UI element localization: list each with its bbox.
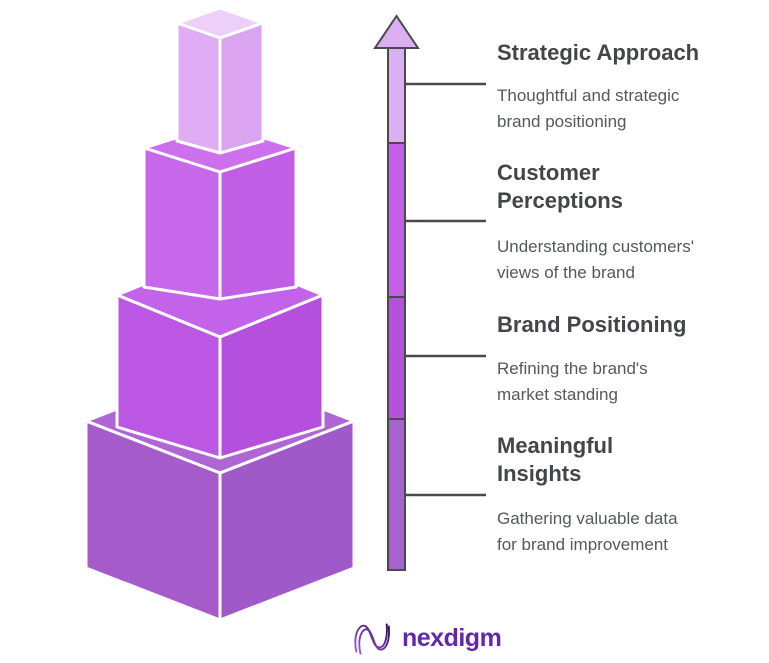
nexdigm-logo-text: nexdigm [402,623,502,652]
level-1-description: Thoughtful and strategic brand positioni… [497,83,747,135]
level-3-title-line: Brand Positioning [497,312,687,337]
level-4-title: Meaningful Insights [497,432,747,488]
nexdigm-logo: nexdigm [351,616,502,660]
upward-arrow [373,14,420,571]
block-3-right-face [218,293,325,460]
level-1-title: Strategic Approach [497,39,747,67]
level-4-description-line: Gathering valuable data [497,509,678,528]
level-3-description-line: Refining the brand's [497,359,648,378]
level-2-description: Understanding customers' views of the br… [497,234,747,286]
level-tick-lines [404,82,486,497]
block-1-left-face [175,21,222,155]
arrow-segment-4 [387,418,406,571]
level-2-title-line: Perceptions [497,188,623,213]
level-2-title: Customer Perceptions [497,159,747,215]
level-3-title: Brand Positioning [497,311,747,339]
level-3-description-line: market standing [497,385,618,404]
level-2-description-line: views of the brand [497,263,635,282]
level-4-title-line: Insights [497,461,582,486]
level-4-description-line: for brand improvement [497,535,669,554]
level-2-title-line: Customer [497,160,600,185]
level-3-description: Refining the brand's market standing [497,356,747,408]
block-level-1 [175,6,265,155]
block-2-right-face [218,146,298,301]
arrow-head [373,14,420,49]
block-2-left-face [142,146,222,301]
level-4-description: Gathering valuable data for brand improv… [497,506,747,558]
logo-wave-stroke [358,625,390,655]
nexdigm-logo-icon [354,623,390,655]
level-2-description-line: Understanding customers' [497,237,694,256]
level-1-description-line: brand positioning [497,112,627,131]
block-4-right-face [218,419,356,622]
level-1-description-line: Thoughtful and strategic [497,86,680,105]
arrow-segment-3 [387,296,406,420]
level-4-title-line: Meaningful [497,433,614,458]
block-1-right-face [218,21,265,155]
arrow-segment-2 [387,142,406,298]
level-1-title-line: Strategic Approach [497,40,700,65]
arrow-segment-1 [387,46,406,144]
